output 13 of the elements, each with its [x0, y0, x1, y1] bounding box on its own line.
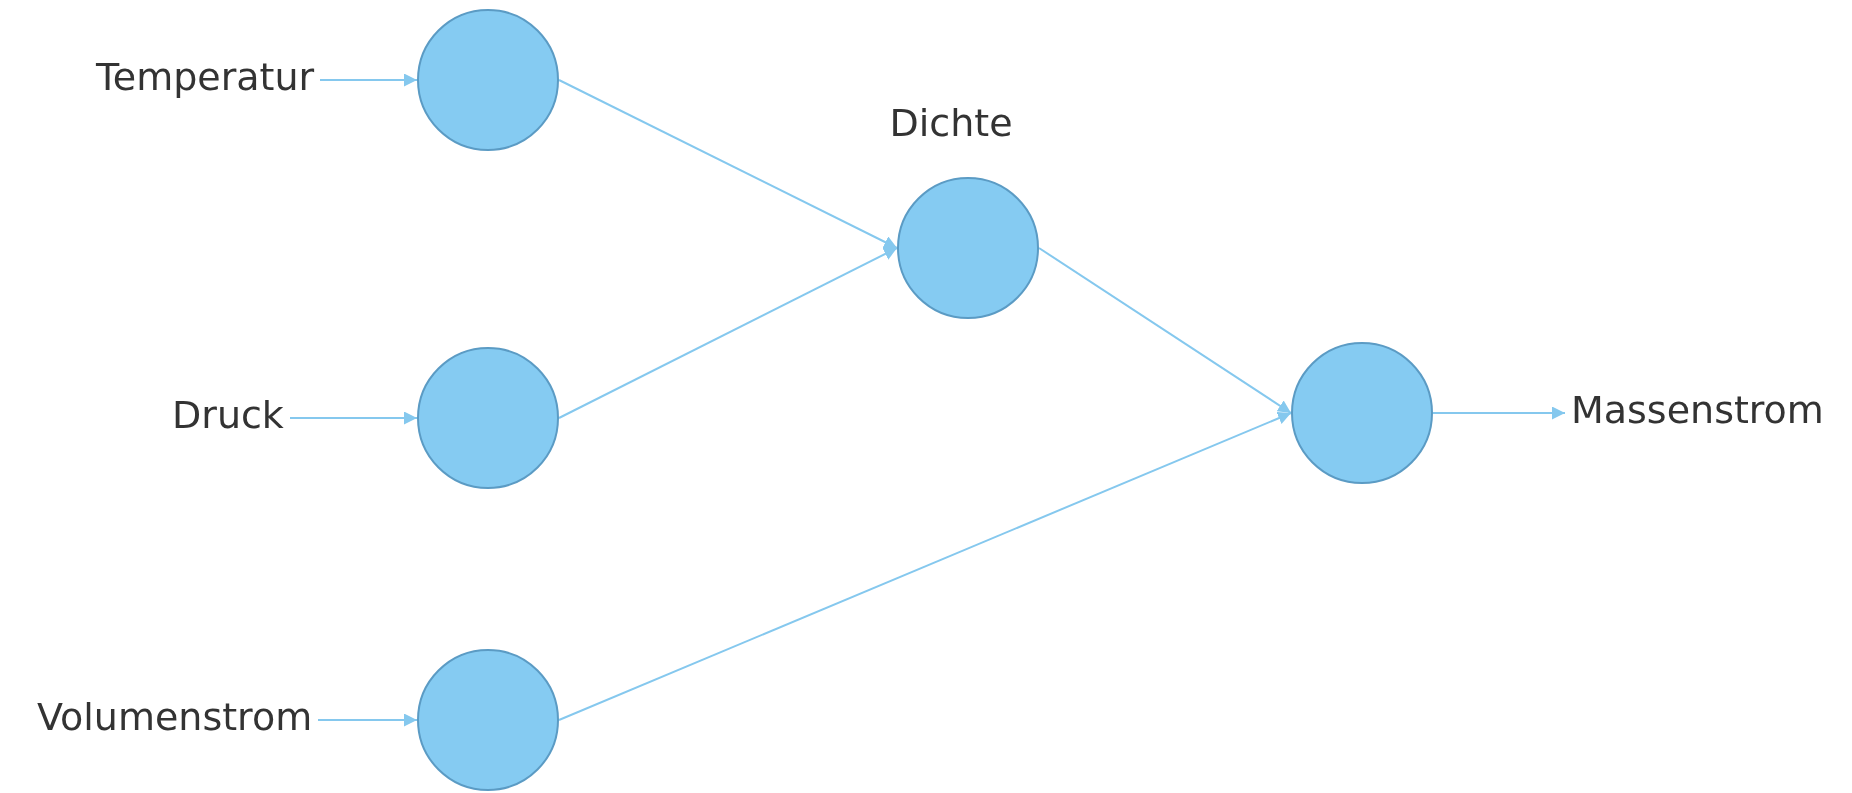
arrow [1432, 406, 1566, 420]
input-label: Druck [172, 393, 284, 439]
arrow [317, 713, 418, 727]
arrow [558, 79, 898, 249]
arrow [289, 411, 418, 425]
input-label: Temperatur [96, 55, 315, 101]
arrow [558, 247, 898, 419]
input-label: Volumenstrom [37, 695, 313, 741]
arrow [319, 73, 418, 87]
arrow [1038, 247, 1292, 414]
node-heading: Dichte [889, 101, 1013, 147]
arrow [558, 412, 1292, 721]
output-label: Massenstrom [1571, 388, 1824, 434]
